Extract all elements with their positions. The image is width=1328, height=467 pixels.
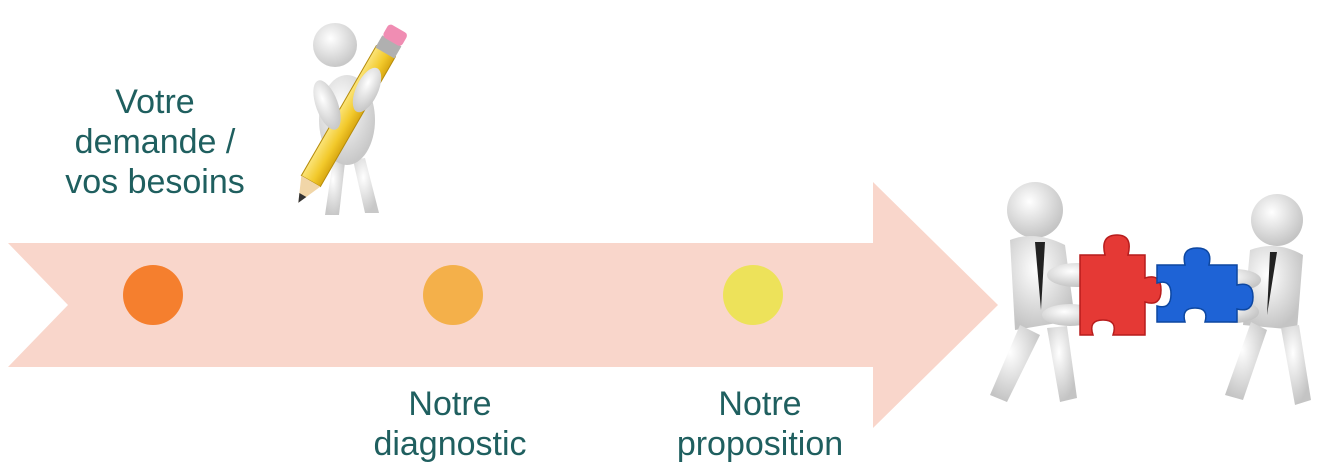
- two-people-joining-puzzle-icon: [990, 182, 1311, 405]
- step-3-dot: [723, 265, 783, 325]
- step-3-label: Notre proposition: [676, 385, 844, 463]
- step-1-dot: [123, 265, 183, 325]
- step-2-label: Notre diagnostic: [373, 385, 527, 463]
- step-2-dot: [423, 265, 483, 325]
- step-1-label: Votre demande / vos besoins: [65, 83, 245, 201]
- person-with-pencil-icon: [298, 23, 407, 215]
